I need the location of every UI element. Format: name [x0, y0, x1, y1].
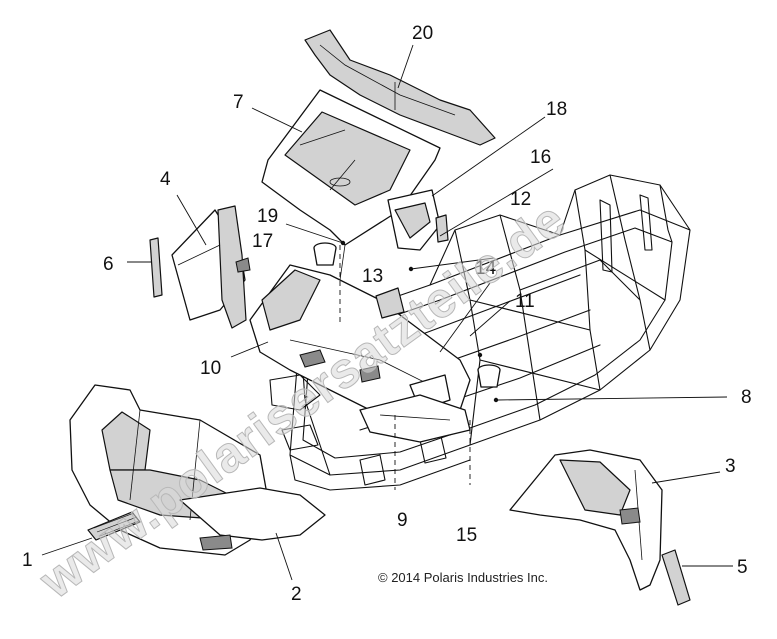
copyright-notice: © 2014 Polaris Industries Inc.	[378, 570, 548, 585]
callout-11: 11	[515, 291, 535, 312]
cup-holder-left	[313, 242, 337, 266]
callout-3: 3	[725, 456, 736, 477]
front-fender	[509, 449, 663, 591]
callout-19: 19	[257, 206, 278, 227]
callout-4: 4	[160, 169, 171, 190]
trim-strip-right	[661, 549, 691, 606]
callout-15: 15	[456, 525, 477, 546]
callout-20: 20	[412, 23, 433, 44]
callout-2: 2	[291, 584, 302, 605]
cup-holder-right	[477, 364, 501, 388]
callout-9: 9	[397, 510, 408, 531]
air-duct	[387, 189, 449, 251]
callout-12: 12	[510, 189, 531, 210]
callout-13: 13	[362, 266, 383, 287]
callout-1: 1	[22, 550, 33, 571]
callout-6: 6	[103, 254, 114, 275]
callout-7: 7	[233, 92, 244, 113]
callout-18: 18	[546, 99, 567, 120]
callout-17: 17	[252, 231, 273, 252]
callout-16: 16	[530, 147, 551, 168]
callout-labels: 1 2 3 4 5 6 7 8 9 10 11 12 13 14 15 16 1…	[22, 23, 752, 605]
cowl-panel	[304, 29, 496, 146]
callout-5: 5	[737, 557, 748, 578]
alignment-lines	[339, 245, 471, 490]
callout-10: 10	[200, 358, 221, 379]
callout-8: 8	[741, 387, 752, 408]
side-panel	[171, 205, 251, 329]
trim-strip-left	[149, 237, 163, 298]
grille-insert	[87, 511, 141, 541]
front-bumper	[69, 384, 326, 556]
dash-panel	[249, 264, 471, 426]
callout-14: 14	[475, 258, 497, 279]
small-bracket	[375, 287, 405, 319]
leader-lines	[41, 44, 733, 581]
